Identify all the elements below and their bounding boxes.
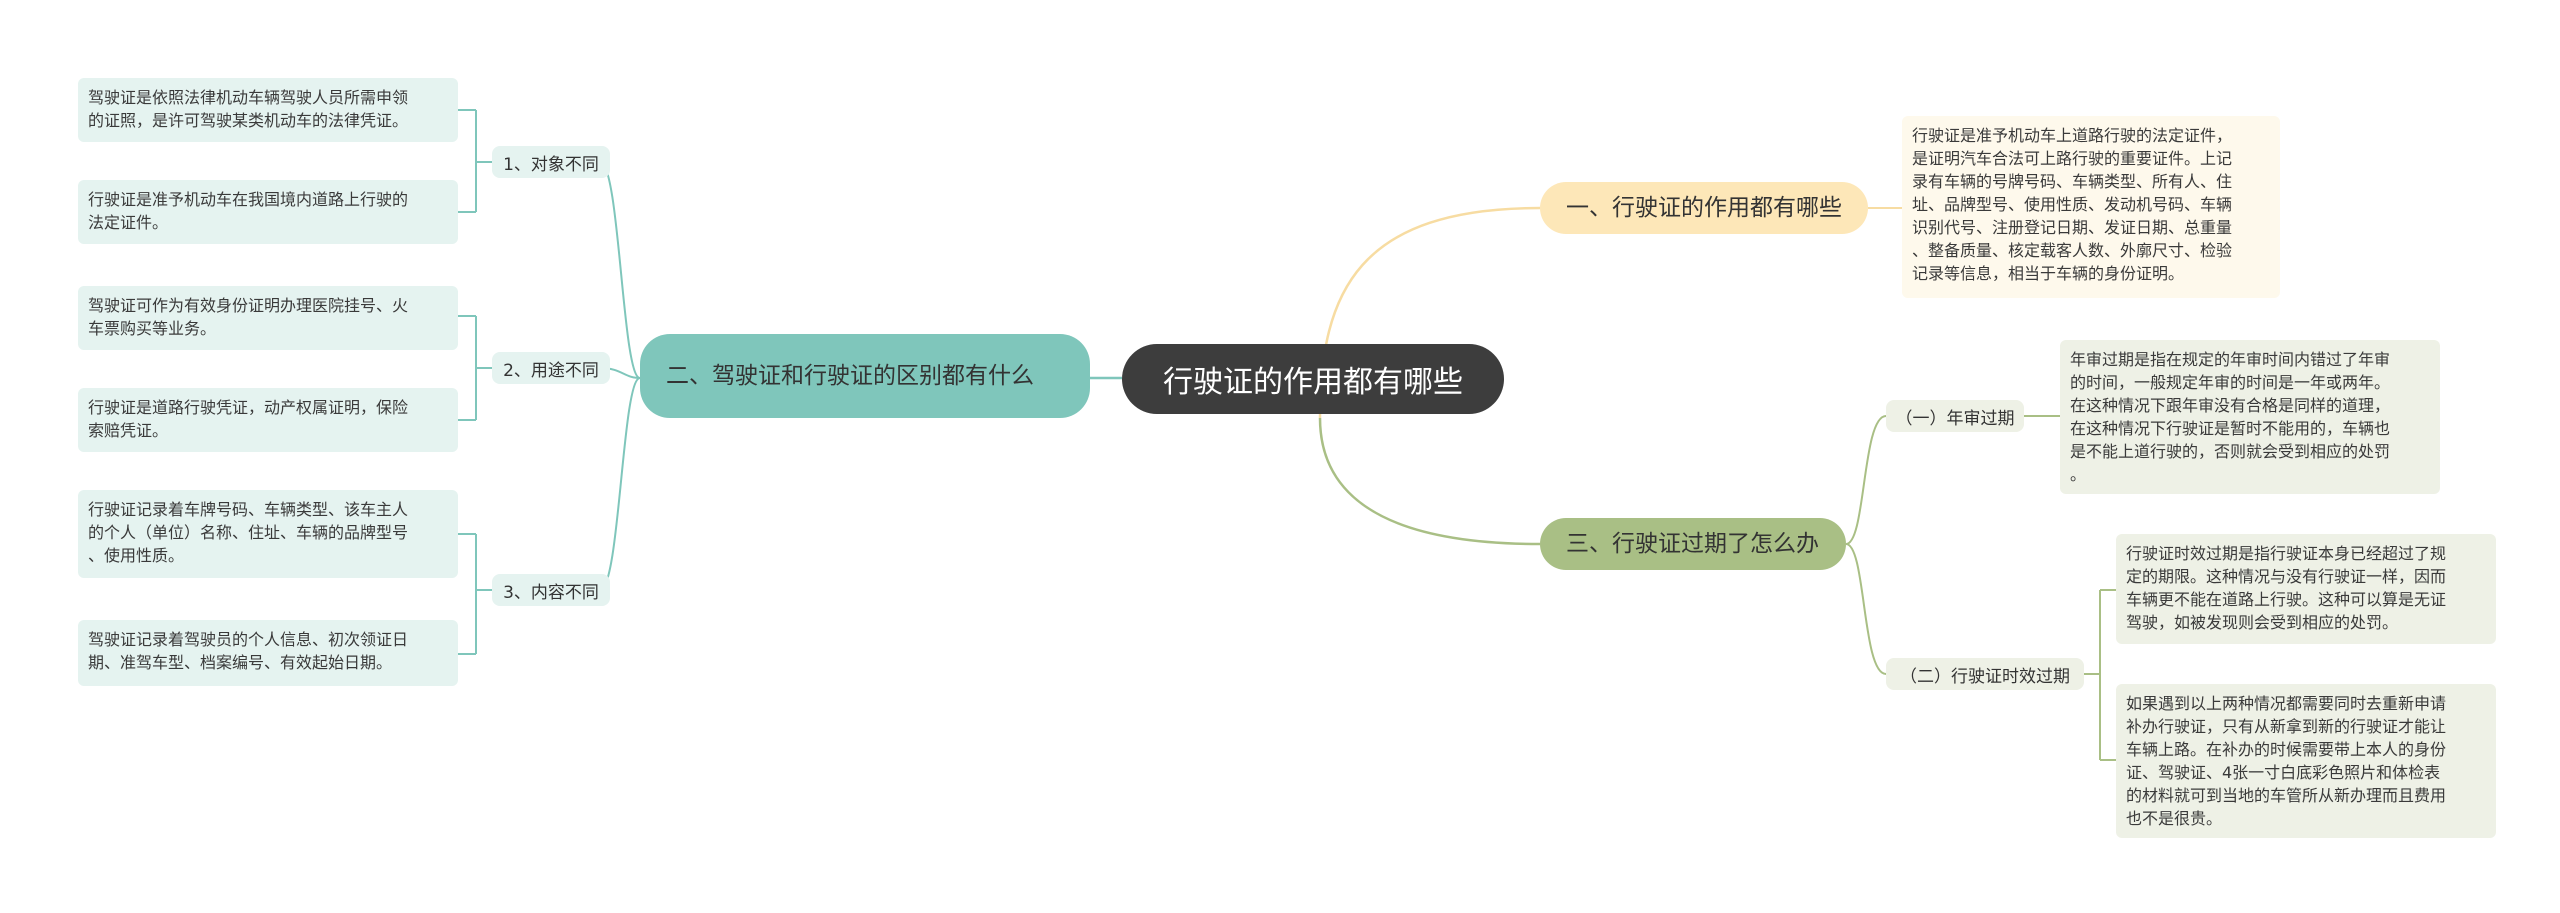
branch-3-sub-1-label: （一）年审过期 (1895, 408, 2015, 429)
branch-2-sub-1[interactable]: 1、对象不同 (492, 146, 610, 178)
branch-3-sub-2[interactable]: （二）行驶证时效过期 (1886, 658, 2084, 690)
branch-3-sub-1[interactable]: （一）年审过期 (1886, 400, 2024, 432)
branch-1-label: 一、行驶证的作用都有哪些 (1566, 195, 1842, 221)
branch-2-sub-1-leaf-2: 行驶证是准予机动车在我国境内道路上行驶的 法定证件。 (78, 180, 458, 244)
branch-2-sub-2-leaf-2: 行驶证是道路行驶凭证，动产权属证明，保险 索赔凭证。 (78, 388, 458, 452)
branch-3-label: 三、行驶证过期了怎么办 (1566, 531, 1819, 557)
connector-branch3-sub1 (1845, 415, 1887, 545)
connector-branch3-sub2 (1845, 543, 1887, 675)
connector-branch2-sub1 (599, 161, 641, 379)
connector-sub3-leaves (458, 533, 492, 655)
branch-2-sub-2-leaf-1: 驾驶证可作为有效身份证明办理医院挂号、火 车票购买等业务。 (78, 286, 458, 350)
branch-1-leaf-1: 行驶证是准予机动车上道路行驶的法定证件， 是证明汽车合法可上路行驶的重要证件。上… (1902, 116, 2280, 298)
branch-3-sub-2-label: （二）行驶证时效过期 (1900, 666, 2070, 687)
branch-2-sub-3-leaf-1: 行驶证记录着车牌号码、车辆类型、该车主人 的个人（单位）名称、住址、车辆的品牌型… (78, 490, 458, 578)
branch-2-sub-2-label: 2、用途不同 (503, 360, 599, 381)
branch-2-sub-1-label: 1、对象不同 (503, 154, 599, 175)
branch-2-sub-2[interactable]: 2、用途不同 (492, 352, 610, 384)
root-node[interactable]: 行驶证的作用都有哪些 (1122, 344, 1504, 414)
connector-root-branch3 (1318, 417, 1541, 546)
branch-1-node[interactable]: 一、行驶证的作用都有哪些 (1540, 182, 1868, 234)
branch-2-node[interactable]: 二、驾驶证和行驶证的区别都有什么 (640, 334, 1090, 418)
branch-3-sub-2-leaf-1: 行驶证时效过期是指行驶证本身已经超过了规 定的期限。这种情况与没有行驶证一样，因… (2116, 534, 2496, 644)
branch-2-sub-3[interactable]: 3、内容不同 (492, 574, 610, 606)
connector-sub1-leaves (458, 109, 492, 213)
branch-3-node[interactable]: 三、行驶证过期了怎么办 (1540, 518, 1846, 570)
branch-2-sub-3-leaf-2: 驾驶证记录着驾驶员的个人信息、初次领证日 期、准驾车型、档案编号、有效起始日期。 (78, 620, 458, 686)
connector-branch2-sub3 (599, 377, 641, 591)
root-label: 行驶证的作用都有哪些 (1163, 365, 1463, 400)
connector-b3sub2-leaves (2084, 589, 2116, 761)
branch-2-label: 二、驾驶证和行驶证的区别都有什么 (666, 363, 1034, 389)
connector-sub2-leaves (458, 315, 492, 421)
branch-3-sub-2-leaf-2: 如果遇到以上两种情况都需要同时去重新申请 补办行驶证，只有从新拿到新的行驶证才能… (2116, 684, 2496, 838)
branch-2-sub-3-label: 3、内容不同 (503, 582, 599, 603)
branch-2-sub-1-leaf-1: 驾驶证是依照法律机动车辆驾驶人员所需申领 的证照，是许可驾驶某类机动车的法律凭证… (78, 78, 458, 142)
branch-3-sub-1-leaf-1: 年审过期是指在规定的年审时间内错过了年审 的时间，一般规定年审的时间是一年或两年… (2060, 340, 2440, 494)
